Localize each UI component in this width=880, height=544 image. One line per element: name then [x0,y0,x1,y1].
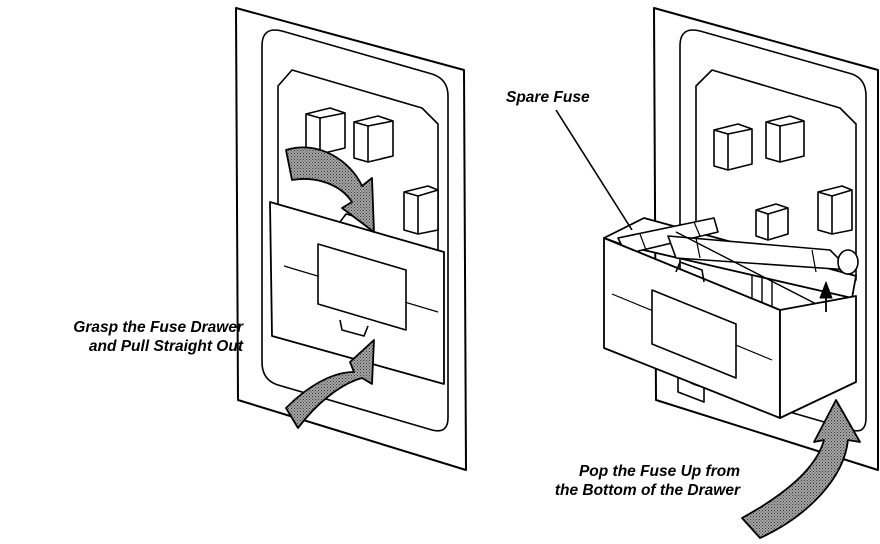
spare-fuse-leader [555,109,633,231]
pop-fuse-instruction: Pop the Fuse Up from the Bottom of the D… [555,462,740,500]
fuse-element-line [675,231,825,309]
power-entry-module-left [235,7,467,471]
grasp-drawer-instruction: Grasp the Fuse Drawer and Pull Straight … [73,318,243,356]
drawer-bottom-tab [677,378,705,403]
pop-fuse-line-2: the Bottom of the Drawer [554,482,740,499]
pop-fuse-line-1: Pop the Fuse Up from [578,463,740,480]
spare-fuse-text: Spare Fuse [506,89,590,106]
spare-fuse-label: Spare Fuse [506,88,590,107]
curved-arrow-top-icon [285,146,375,233]
module-bezel [261,29,449,432]
fuse-end-cap-icon [837,249,859,275]
inlet-pins [713,115,853,241]
power-entry-module-right [555,7,879,539]
curved-arrow-bottom-icon [285,339,375,429]
grasp-drawer-line-2: and Pull Straight Out [88,338,243,355]
inlet-pins [305,107,439,235]
drawer-label-plate [651,289,737,379]
drawer-notch-top [675,261,705,283]
curved-arrow-up-icon [741,399,861,539]
grasp-drawer-line-1: Grasp the Fuse Drawer [73,319,243,336]
drawer-label-plate [317,243,407,331]
fuse-drawer-side [779,295,857,419]
drawer-notch-bottom [339,319,369,337]
